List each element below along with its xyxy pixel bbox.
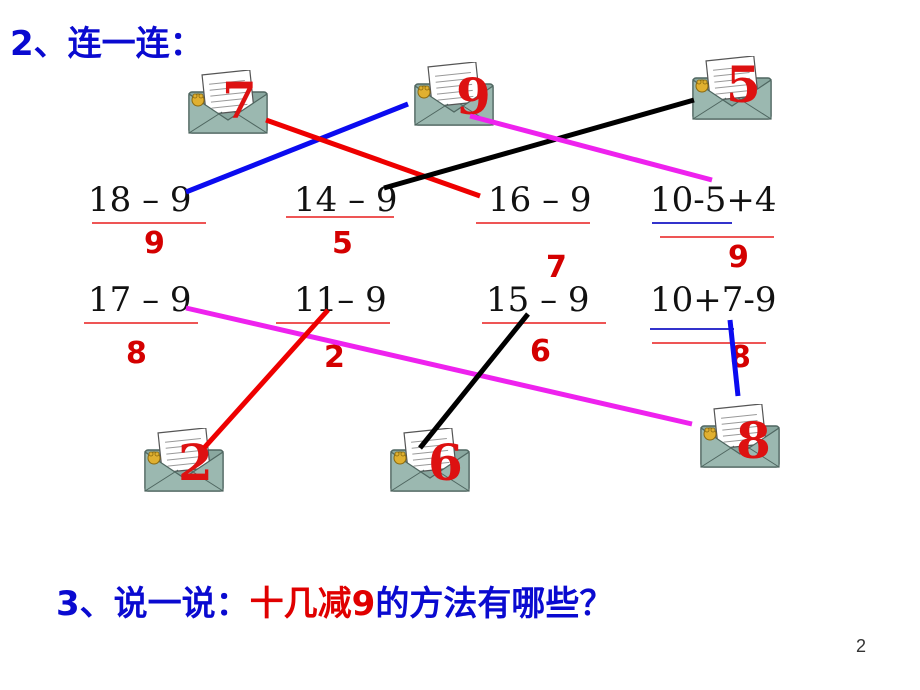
answer: 9 [144,226,165,261]
match-line-red [202,308,330,450]
match-line-blue [185,101,409,195]
match-line-blue [727,319,741,397]
envelope-number: 6 [428,433,463,492]
answer-line [286,216,394,218]
envelope-number: 8 [736,411,771,470]
match-line-magenta [185,305,693,427]
expression: 14 – 9 [294,180,398,220]
answer: 5 [332,226,353,261]
answer-line [84,322,198,324]
envelope-number: 5 [726,55,761,114]
match-line-magenta [469,113,713,183]
answer: 8 [126,336,147,371]
answer: 6 [530,334,551,369]
envelope-number: 7 [222,71,257,130]
expression: 11– 9 [294,280,387,320]
answer: 7 [546,250,567,285]
section-2-title: 2、连一连： [10,24,204,64]
envelope-top-2[interactable]: 9 [412,62,496,128]
envelope-number: 9 [456,67,491,126]
envelope-bottom-3[interactable]: 8 [698,404,782,470]
expression: 10+7-9 [650,280,777,320]
answer-line [476,222,590,224]
answer-line [652,222,732,224]
answer-line [660,236,774,238]
expression: 17 – 9 [88,280,192,320]
answer: 9 [728,240,749,275]
expression: 18 – 9 [88,180,192,220]
answer-line [276,322,390,324]
expression: 10-5+4 [650,180,777,220]
expression: 16 – 9 [488,180,592,220]
envelope-top-3[interactable]: 5 [690,56,774,122]
answer-line [482,322,606,324]
answer-line [92,222,206,224]
page-number: 2 [856,636,867,656]
envelope-top-1[interactable]: 7 [186,70,270,136]
section-3-question: 3、说一说：十几减9的方法有哪些？ [56,584,614,624]
answer-line [652,342,766,344]
envelope-bottom-2[interactable]: 6 [388,428,472,494]
expression: 15 – 9 [486,280,590,320]
match-line-red [265,117,481,199]
answer: 2 [324,340,345,375]
match-line-black [383,97,695,191]
answer-line [650,328,734,330]
match-line-black [418,312,530,450]
